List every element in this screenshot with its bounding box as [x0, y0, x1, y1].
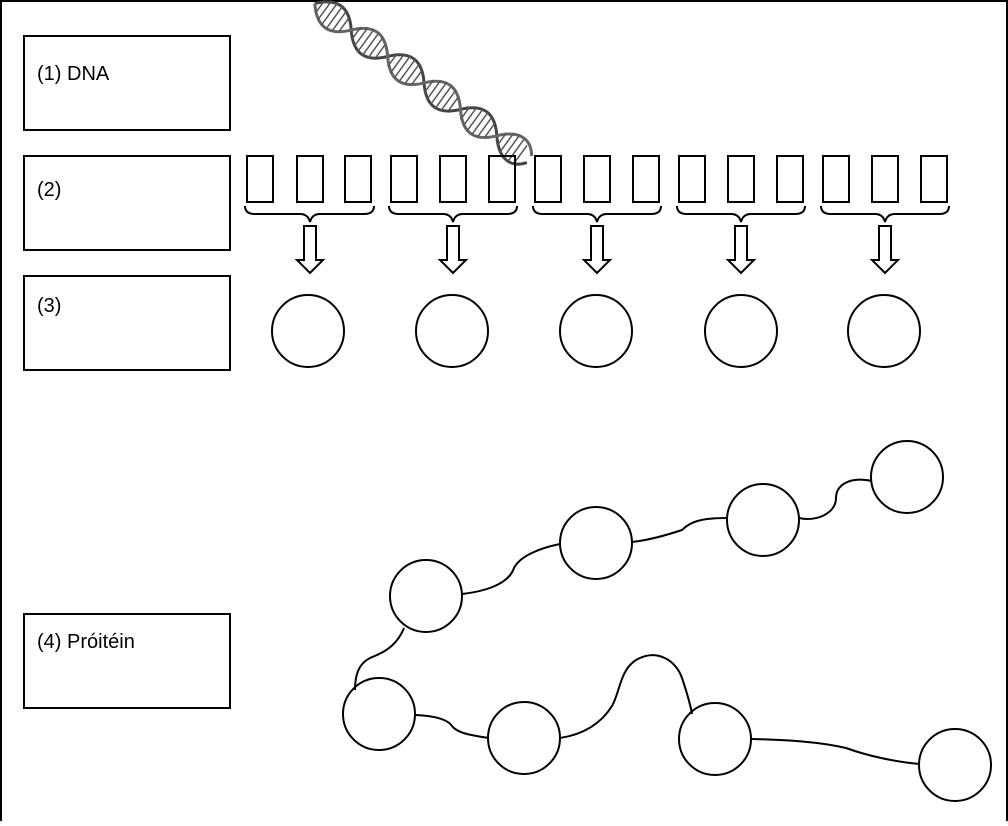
hollow-down-arrow-icon [869, 225, 901, 275]
brace [532, 205, 662, 223]
base-box [920, 155, 948, 203]
protein-bead [726, 483, 800, 557]
brace [388, 205, 518, 223]
dna-double-helix-icon [313, 0, 534, 166]
base-box [296, 155, 324, 203]
protein-chain [342, 440, 992, 802]
label-dna: (1) DNA [37, 63, 110, 85]
label-box-4: (4) Próitéin [23, 613, 231, 709]
base-box [344, 155, 372, 203]
base-box [822, 155, 850, 203]
hollow-down-arrow-icon [581, 225, 613, 275]
amino-acid-circle [271, 294, 345, 368]
protein-bead [559, 506, 633, 580]
protein-bead [389, 559, 463, 633]
amino-acid-circle [704, 294, 778, 368]
codon-row [244, 155, 950, 275]
peptide-bond [631, 517, 728, 543]
label-amino-acid: (3) [37, 295, 61, 317]
label-protein: (4) Próitéin [37, 631, 135, 653]
base-box [871, 155, 899, 203]
brace [676, 205, 806, 223]
codon-group-1 [244, 155, 375, 275]
peptide-bond [559, 654, 693, 739]
codon-group-3 [532, 155, 662, 275]
codon-group-4 [676, 155, 806, 275]
hollow-down-arrow-icon [437, 225, 469, 275]
amino-acid-row [271, 294, 921, 368]
base-box [583, 155, 611, 203]
amino-acid-circle [415, 294, 489, 368]
base-box [727, 155, 755, 203]
base-box [246, 155, 274, 203]
base-box [678, 155, 706, 203]
base-box [488, 155, 516, 203]
base-box [534, 155, 562, 203]
peptide-bond [415, 714, 490, 739]
base-box [439, 155, 467, 203]
base-box [776, 155, 804, 203]
protein-bead [918, 728, 992, 802]
hollow-down-arrow-icon [725, 225, 757, 275]
base-box [632, 155, 660, 203]
label-box-1: (1) DNA [23, 35, 231, 131]
hollow-down-arrow-icon [294, 225, 326, 275]
peptide-bond [461, 543, 561, 595]
codon-group-5 [820, 155, 950, 275]
label-box-3: (3) [23, 275, 231, 371]
brace [244, 205, 375, 223]
protein-bead [678, 702, 752, 776]
protein-bead [487, 701, 561, 775]
amino-acid-circle [847, 294, 921, 368]
label-codon: (2) [37, 179, 61, 201]
peptide-bond [751, 738, 921, 765]
peptide-bond [354, 627, 405, 691]
brace [820, 205, 950, 223]
peptide-bond [798, 478, 873, 520]
protein-bead [870, 440, 944, 514]
protein-bead [342, 677, 416, 751]
amino-acid-circle [559, 294, 633, 368]
label-box-2: (2) [23, 155, 231, 251]
base-box [390, 155, 418, 203]
codon-group-2 [388, 155, 518, 275]
